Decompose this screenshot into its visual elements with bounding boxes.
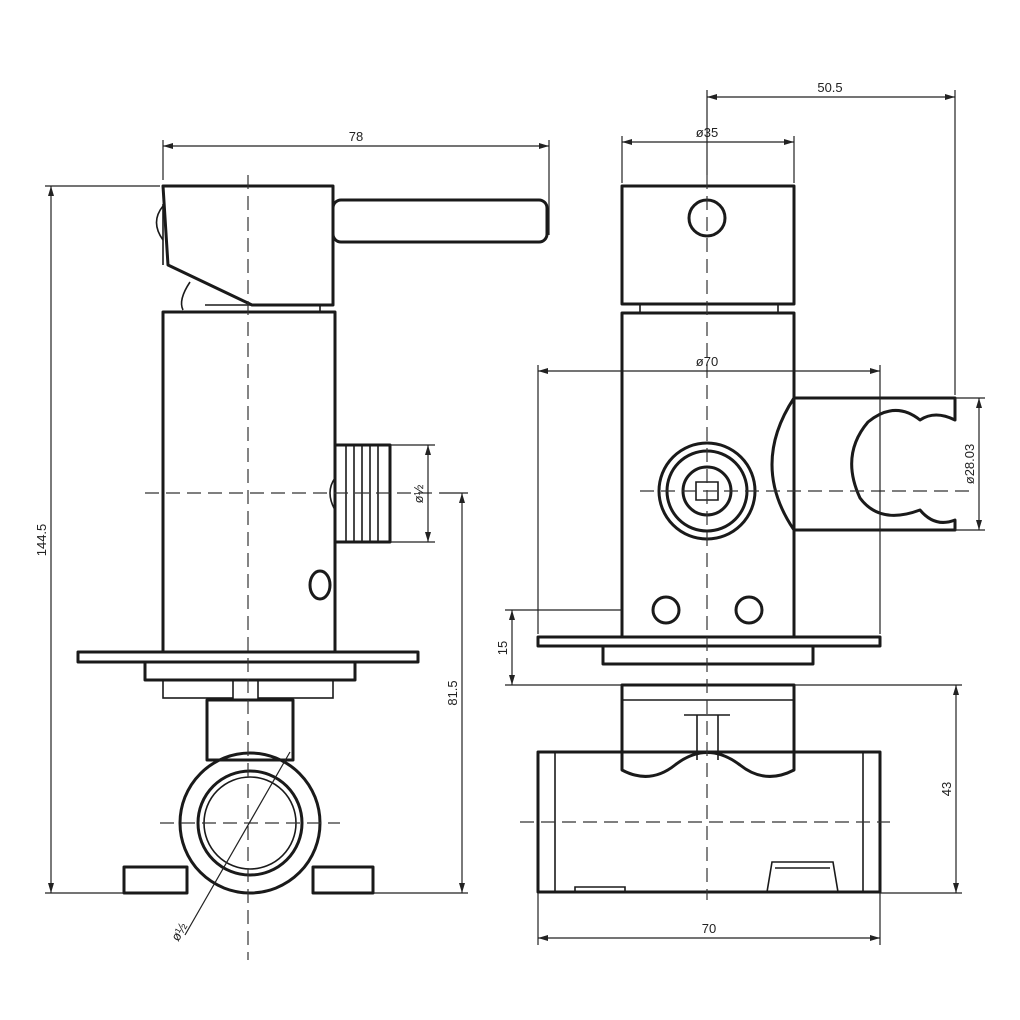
screw-left: [651, 595, 681, 625]
dim-43: 43: [939, 782, 954, 796]
dimension-labels: 78 144.5 ø½ 81.5 ø½ ø35 50.5 ø70 ø28.03 …: [34, 80, 977, 944]
base-tab: [766, 861, 839, 893]
hex-nut: [620, 683, 796, 778]
dim-cap-diameter: ø35: [696, 125, 718, 140]
dim-outlet-thread: ø½: [411, 484, 426, 503]
dim-144-5: 144.5: [34, 524, 49, 557]
dim-78: 78: [349, 129, 363, 144]
dimension-lines: [45, 90, 985, 945]
dim-inlet-thread: ø½: [168, 920, 190, 944]
screw-hole: [308, 569, 332, 601]
dim-81-5: 81.5: [445, 680, 460, 705]
lever-handle: [331, 198, 549, 244]
side-view: [76, 175, 549, 960]
valve-body: [161, 310, 337, 654]
dim-15: 15: [495, 641, 510, 655]
dim-holder-diameter: ø28.03: [962, 444, 977, 484]
shower-holder: [770, 396, 957, 532]
screw-right: [734, 595, 764, 625]
mounting-base: [122, 865, 189, 895]
dim-plate-diameter: ø70: [696, 354, 718, 369]
dim-70-body: 70: [702, 921, 716, 936]
front-cap: [620, 184, 796, 306]
dim-50-5: 50.5: [817, 80, 842, 95]
front-view: [520, 175, 970, 900]
